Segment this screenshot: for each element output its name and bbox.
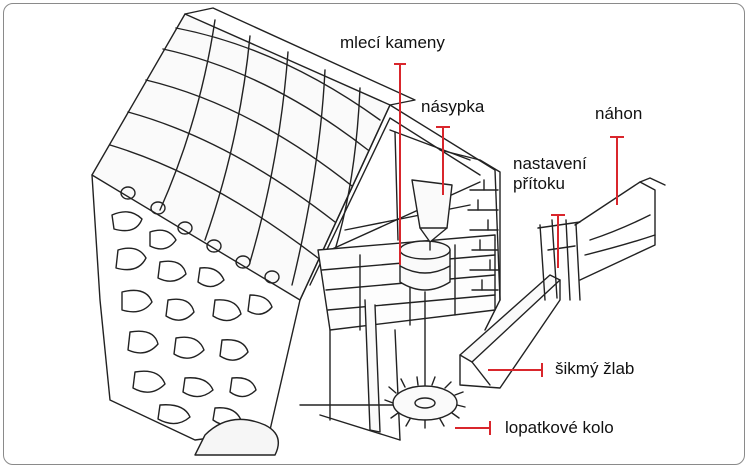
label-nastaveni-line1: nastavení (513, 154, 587, 173)
leader-nastaveni-pritoku (551, 214, 565, 268)
label-sikmy-zlab: šikmý žlab (555, 359, 635, 378)
label-lopatkove-kolo: lopatkové kolo (505, 418, 614, 437)
stone-wall-left (91, 174, 301, 441)
label-nahon: náhon (595, 104, 643, 123)
headrace-flume (574, 177, 666, 281)
roof (91, 7, 416, 301)
leader-sikmy-zlab (488, 363, 543, 377)
leader-lopatkove-kolo (455, 421, 491, 435)
leader-nahon (610, 136, 624, 205)
label-mleci-kameny: mlecí kameny (340, 33, 445, 52)
stone-wall-right (439, 149, 501, 331)
chute (459, 274, 561, 389)
shaft-frame (299, 291, 426, 441)
paddle-wheel (384, 376, 466, 429)
support-post (394, 131, 399, 241)
millstones (399, 240, 451, 291)
hopper (411, 179, 453, 251)
leader-nasypka (436, 126, 450, 195)
label-nastaveni-pritoku: nastavení přítoku (513, 154, 587, 194)
label-nasypka: násypka (421, 97, 485, 116)
label-nastaveni-line2: přítoku (513, 174, 565, 193)
leader-mleci-kameny (394, 63, 406, 265)
